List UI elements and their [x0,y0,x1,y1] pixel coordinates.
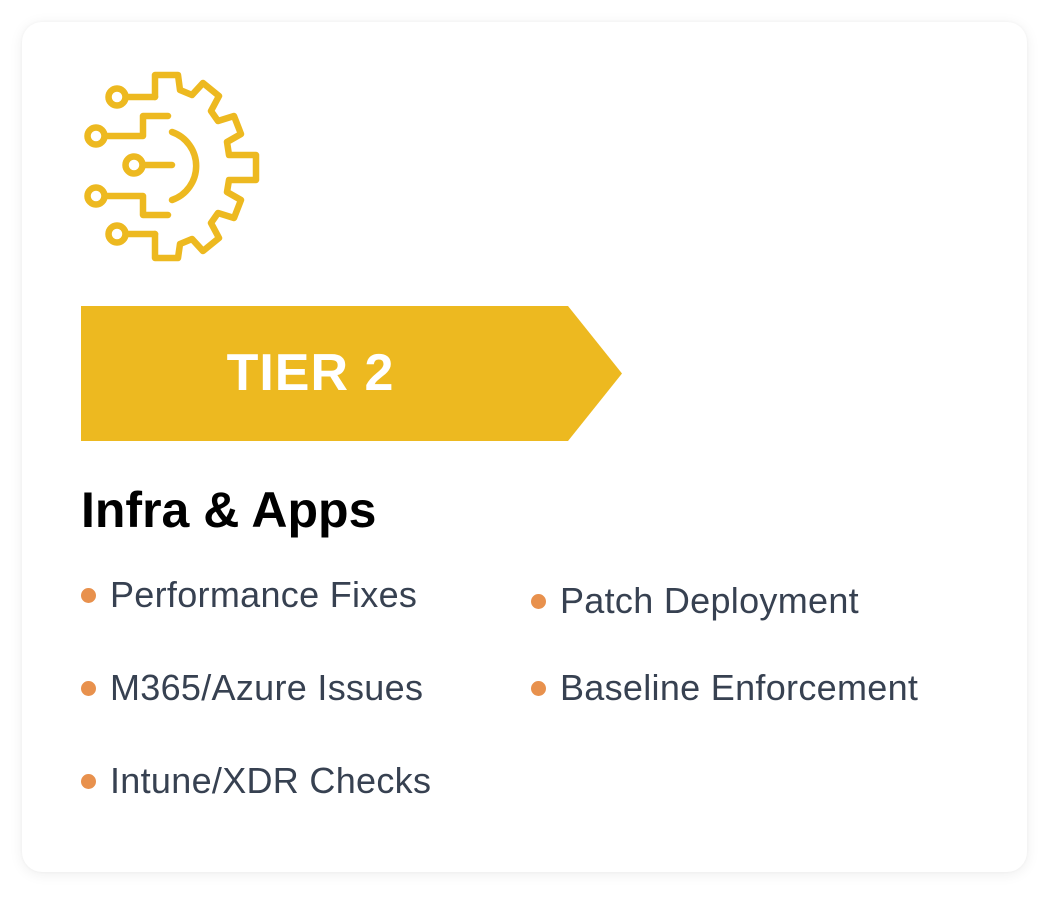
bullet-dot-icon [81,680,96,696]
tier-card [22,22,1027,872]
list-item-label: Performance Fixes [110,574,418,615]
card-heading: Infra & Apps [81,482,377,538]
list-item: Patch Deployment [531,578,859,624]
bullet-dot-icon [531,680,546,696]
list-item-label: Patch Deployment [560,580,859,621]
list-item-label: Baseline Enforcement [560,667,919,708]
list-item: Baseline Enforcement [531,665,918,711]
list-item: M365/Azure Issues [81,665,423,711]
list-item-label: M365/Azure Issues [110,667,424,708]
list-item-label: Intune/XDR Checks [110,760,432,801]
tier-banner: TIER 2 [81,306,622,441]
bullet-dot-icon [81,773,96,789]
list-item: Intune/XDR Checks [81,758,431,804]
gear-circuit-icon [60,50,290,280]
list-item: Performance Fixes [81,572,417,618]
bullet-dot-icon [81,587,96,603]
bullet-dot-icon [531,593,546,609]
tier-label: TIER 2 [226,344,395,402]
banner-arrow-shape [81,306,622,441]
